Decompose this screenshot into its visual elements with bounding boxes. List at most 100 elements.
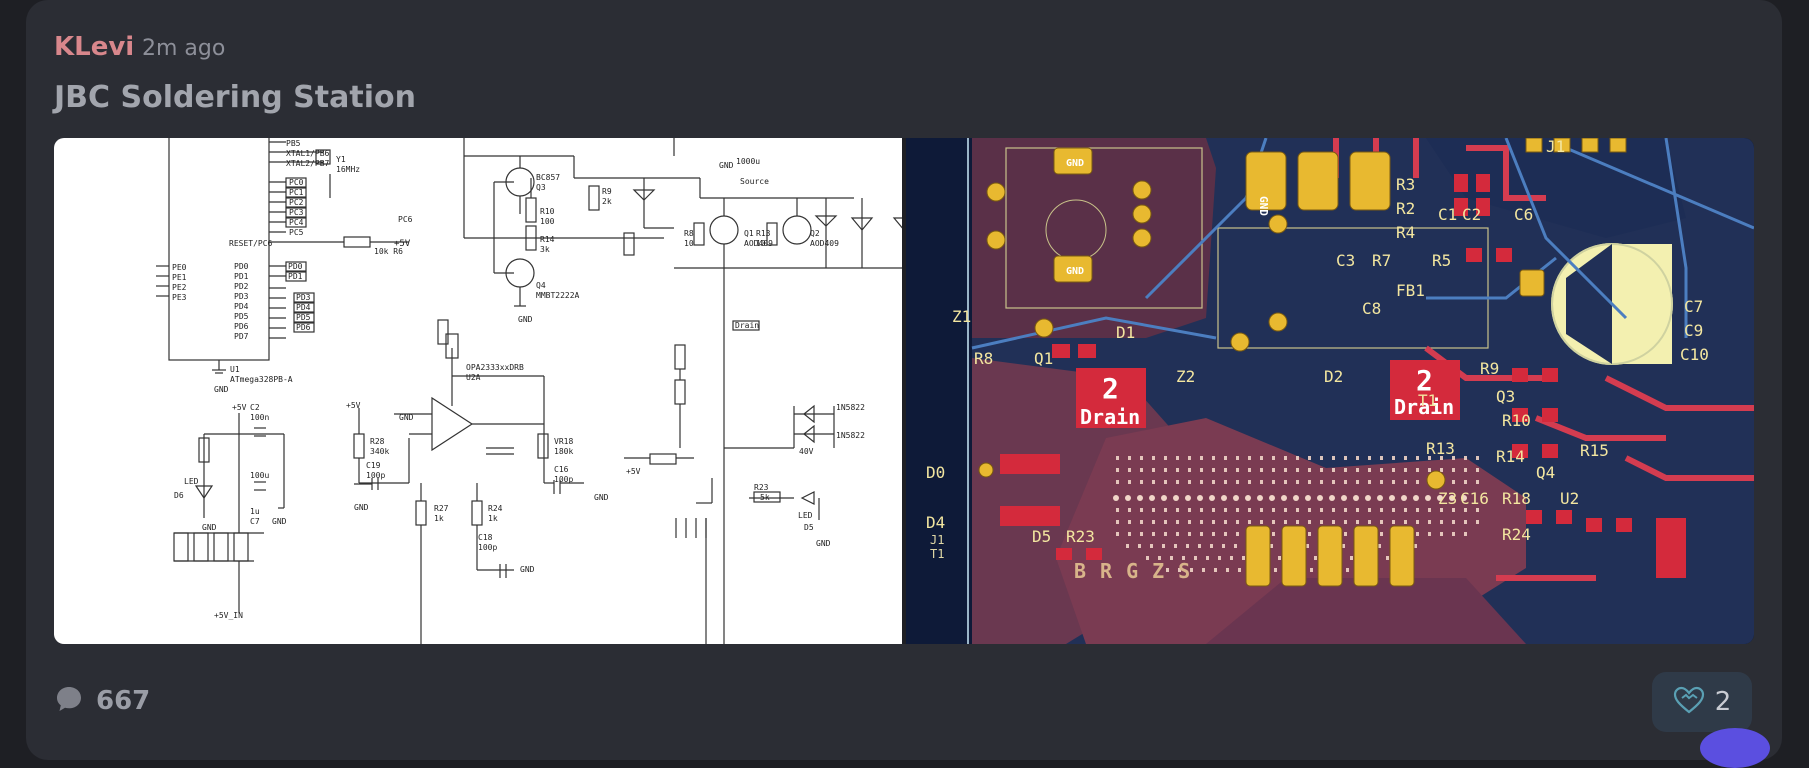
svg-text:C1: C1 [1438,205,1457,224]
svg-text:100: 100 [540,217,555,226]
svg-text:U2: U2 [1560,489,1579,508]
svg-text:Q2: Q2 [810,229,820,238]
svg-text:OPA2333xxDRB: OPA2333xxDRB [466,363,524,372]
svg-text:C8: C8 [1362,299,1381,318]
svg-text:GND: GND [1066,158,1084,169]
svg-text:PD5: PD5 [296,313,311,322]
comment-count: 667 [96,686,151,716]
svg-text:C18: C18 [478,533,493,542]
svg-text:PB5: PB5 [286,139,301,148]
svg-text:C16: C16 [1460,489,1489,508]
svg-text:GND: GND [399,413,414,422]
svg-text:GND: GND [272,517,287,526]
svg-text:100p: 100p [554,475,573,484]
svg-text:+5V: +5V [626,467,641,476]
svg-text:PE1: PE1 [172,273,187,282]
svg-text:Q4: Q4 [536,281,546,290]
svg-text:R10: R10 [1502,411,1531,430]
svg-text:1N5822: 1N5822 [836,431,865,440]
svg-text:BRGZS: BRGZS [1074,559,1204,583]
svg-text:100n: 100n [250,413,269,422]
svg-text:10: 10 [756,239,766,248]
svg-text:2: 2 [1102,372,1119,405]
svg-text:GND: GND [594,493,609,502]
svg-text:100p: 100p [478,543,497,552]
svg-text:R4: R4 [1396,223,1415,242]
svg-text:1N5822: 1N5822 [836,403,865,412]
svg-text:GND: GND [214,385,229,394]
svg-text:R13: R13 [756,229,771,238]
svg-text:BC857: BC857 [536,173,560,182]
svg-text:R23: R23 [754,483,769,492]
svg-text:PC5: PC5 [289,228,304,237]
svg-text:C7: C7 [1684,297,1703,316]
svg-text:Q1: Q1 [744,229,754,238]
svg-text:Q4: Q4 [1536,463,1555,482]
svg-text:D5: D5 [1032,527,1051,546]
svg-text:J1: J1 [930,533,944,547]
svg-text:R13: R13 [1426,439,1455,458]
svg-text:R27: R27 [434,504,449,513]
svg-text:PC0: PC0 [289,178,304,187]
svg-text:Q1: Q1 [1034,349,1053,368]
svg-text:LED: LED [184,477,199,486]
svg-text:Z3: Z3 [1438,489,1457,508]
svg-text:XTAL1/PB6: XTAL1/PB6 [286,149,330,158]
svg-text:PD6: PD6 [296,323,311,332]
svg-text:R14: R14 [540,235,555,244]
svg-text:PD0: PD0 [288,262,303,271]
svg-text:16MHz: 16MHz [336,165,360,174]
svg-text:R10: R10 [540,207,555,216]
svg-text:PD0: PD0 [234,262,249,271]
svg-text:C6: C6 [1514,205,1533,224]
svg-text:PD1: PD1 [288,272,303,281]
comment-bubble-icon [54,684,84,718]
svg-text:GND: GND [816,539,831,548]
svg-text:U2A: U2A [466,373,481,382]
svg-text:C2: C2 [250,403,260,412]
svg-text:AOD409: AOD409 [810,239,839,248]
svg-text:1u: 1u [250,507,260,516]
svg-text:1k: 1k [488,514,498,523]
svg-text:PD4: PD4 [234,302,249,311]
author-name[interactable]: KLevi [54,32,135,62]
post-title[interactable]: JBC Soldering Station [54,80,416,115]
svg-text:J1: J1 [1546,138,1565,156]
svg-text:GND: GND [1066,266,1084,277]
svg-text:Drain: Drain [1080,405,1140,429]
svg-text:R7: R7 [1372,251,1391,270]
svg-text:R9: R9 [602,187,612,196]
svg-text:D2: D2 [1324,367,1343,386]
svg-text:PC4: PC4 [289,218,304,227]
svg-text:PC1: PC1 [289,188,304,197]
svg-text:10: 10 [684,239,694,248]
svg-text:C10: C10 [1680,345,1709,364]
svg-text:R3: R3 [1396,175,1415,194]
floating-action-button[interactable] [1700,728,1770,768]
svg-text:U1: U1 [230,365,240,374]
svg-text:3k: 3k [540,245,550,254]
svg-text:D6: D6 [174,491,184,500]
svg-text:180k: 180k [554,447,573,456]
svg-text:PC2: PC2 [289,198,304,207]
svg-text:GND: GND [202,523,217,532]
svg-text:C16: C16 [554,465,569,474]
like-button[interactable]: 2 [1652,672,1752,732]
svg-text:PD5: PD5 [234,312,249,321]
svg-text:R5: R5 [1432,251,1451,270]
svg-text:LED: LED [798,511,813,520]
svg-text:340k: 340k [370,447,389,456]
svg-text:R8: R8 [974,349,993,368]
comments-link[interactable]: 667 [54,684,150,718]
svg-text:2k: 2k [602,197,612,206]
heart-icon [1673,686,1705,718]
svg-text:Y1: Y1 [336,155,346,164]
svg-text:R24: R24 [488,504,503,513]
svg-text:R28: R28 [370,437,385,446]
svg-text:PE3: PE3 [172,293,187,302]
svg-text:R9: R9 [1480,359,1499,378]
